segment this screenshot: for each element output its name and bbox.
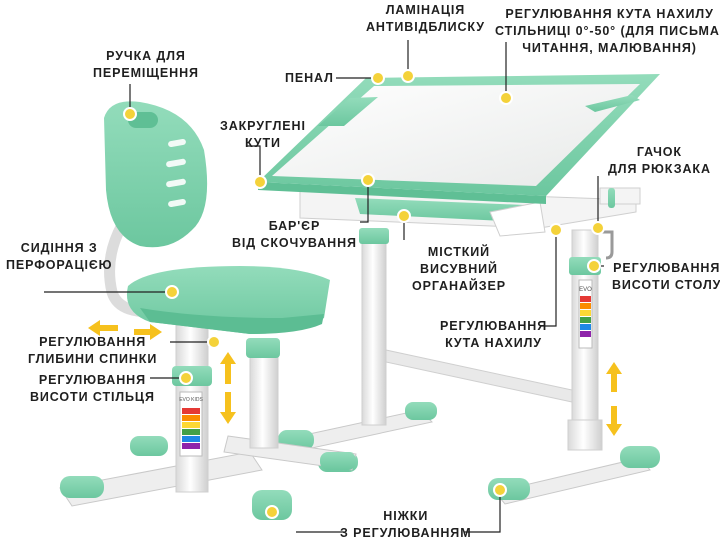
desk-tabletop [258,74,660,204]
label-backpack-hook: ГАЧОК ДЛЯ РЮКЗАКА [608,145,711,176]
label-pencil-case: ПЕНАЛ [285,71,334,85]
adjust-arrows [88,320,622,436]
label-desk-height: РЕГУЛЮВАННЯ ВИСОТИ СТОЛУ [612,261,720,292]
desk: EVO [258,74,660,505]
label-organizer: МІСТКИЙ ВИСУВНИЙ ОРГАНАЙЗЕР [412,245,506,293]
chair-scale-text: EVO KIDS [179,397,203,403]
label-legs: НІЖКИ З РЕГУЛЮВАННЯМ [340,509,472,540]
label-chair-height: РЕГУЛЮВАННЯ ВИСОТИ СТІЛЬЦЯ [30,373,155,404]
feature-markers [123,69,605,519]
label-perforated-seat: СИДІННЯ З ПЕРФОРАЦІЄЮ [6,241,113,272]
backrest [104,101,208,248]
organizer-drawer [299,187,637,237]
pencil-tray [318,97,378,126]
label-back-depth: РЕГУЛЮВАННЯ ГЛИБИНИ СПИНКИ [28,335,158,366]
label-lamination: ЛАМІНАЦІЯ АНТИВІДБЛИСКУ [366,3,485,34]
chair: EVO KIDS [59,101,357,520]
label-rounded-corners: ЗАКРУГЛЕНІ КУТИ [220,119,306,150]
chair-height-scale: EVO KIDS [179,391,203,457]
desk-scale-text: EVO [579,287,592,293]
label-handle: РУЧКА ДЛЯ ПЕРЕМІЩЕННЯ [93,49,199,80]
leader-lines [44,40,604,533]
backpack-hook [599,187,641,260]
label-barrier: БАР'ЄР ВІД СКОЧУВАННЯ [232,219,357,250]
desk-height-scale: EVO [578,279,593,349]
label-tilt: РЕГУЛЮВАННЯ КУТА НАХИЛУ [440,319,548,350]
label-tilt-range: РЕГУЛЮВАННЯ КУТА НАХИЛУ СТІЛЬНИЦІ 0°-50°… [495,7,720,55]
